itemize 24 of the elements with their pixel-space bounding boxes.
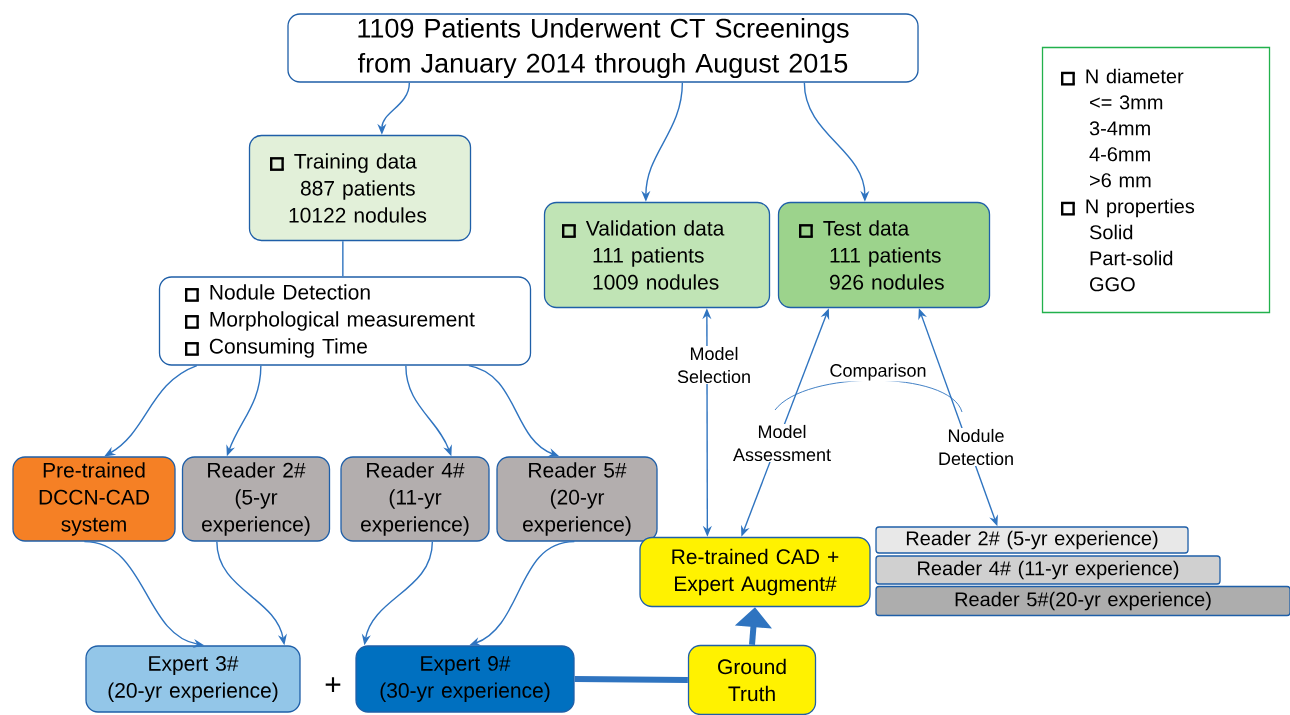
expert-box: Expert 3# (20-yr experience): [85, 645, 301, 713]
reader-box: Reader 4# (11-yr experience): [340, 456, 490, 542]
edge-label: Model Selection: [673, 345, 755, 385]
reader-box: Reader 5# (20-yr experience): [496, 456, 658, 542]
reader-bar: Reader 4# (11-yr experience): [875, 555, 1221, 585]
criteria-box: N diameter <= 3mm 3-4mm 4-6mm >6 mm N properties Solid Part-solid GGO: [1041, 46, 1271, 314]
edge-label: Model Assessment: [723, 423, 841, 463]
expert-box: Expert 9# (30-yr experience): [355, 645, 575, 713]
edge-label: Nodule Detection: [925, 427, 1027, 467]
retrained-cad-box: Re-trained CAD + Expert Augment#: [639, 536, 871, 608]
data-box: Training data 887 patients 10122 nodules: [248, 134, 472, 242]
title-box: 1109 Patients Underwent CT Screenings from January 2014 through August 2015: [287, 13, 919, 83]
comparison-label: Comparison: [828, 362, 928, 382]
reader-bar: Reader 2# (5-yr experience): [875, 526, 1189, 554]
data-box: Validation data 111 patients 1009 nodules: [543, 201, 771, 309]
connector-line: [342, 240, 344, 278]
ground-truth-box: Ground Truth: [687, 644, 817, 715]
task-box: Nodule Detection Morphological measurement Consuming Time: [158, 276, 532, 366]
data-box: Test data 111 patients 926 nodules: [777, 201, 991, 309]
cad-system-box: Pre-trained DCCN-CAD system: [12, 456, 176, 542]
plus-sign: +: [325, 677, 341, 693]
reader-bar: Reader 5#(20-yr experience): [875, 585, 1290, 617]
connector-bar: [574, 676, 688, 683]
reader-box: Reader 2# (5-yr experience): [181, 456, 331, 542]
